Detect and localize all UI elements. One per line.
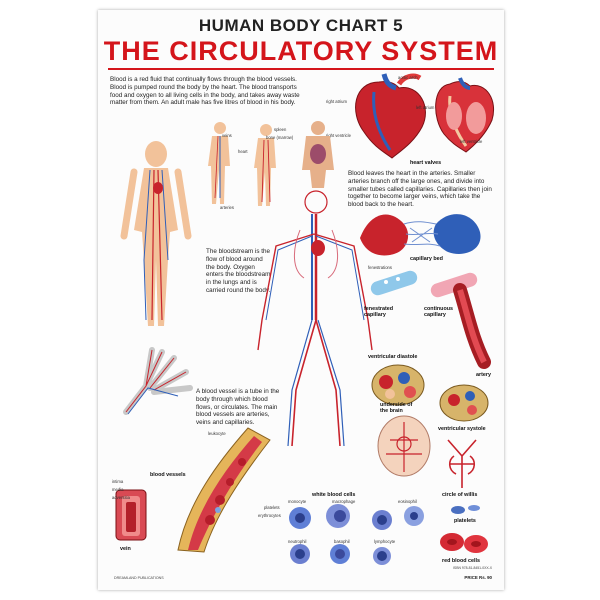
caption-red-blood-cells: red blood cells (442, 558, 481, 564)
caption-underside-brain: underside of the brain (380, 402, 413, 414)
hand-vessels (123, 347, 193, 415)
caption-vein: vein (120, 546, 131, 552)
white-blood-cells (289, 504, 424, 565)
chart-number: HUMAN BODY CHART 5 (198, 16, 404, 35)
label-intima: intima (112, 479, 124, 484)
label-left-ventricle: left ventricle (460, 139, 483, 144)
label-lymphocyte: lymphocyte (374, 539, 396, 544)
platelets-illustration (451, 505, 480, 514)
label-leukocyte: leukocyte (208, 431, 226, 436)
label-erythrocytes: erythrocytes (258, 513, 281, 518)
brain-underside (377, 415, 431, 477)
title-rule (108, 68, 494, 70)
label-spleen: spleen (274, 127, 287, 132)
label-basophil: basophil (334, 539, 350, 544)
body-figures-small (208, 121, 334, 206)
vessel-paragraph: A blood vessel is a tube in the body thr… (196, 388, 280, 427)
caption-white-blood-cells: white blood cells (312, 492, 356, 498)
product-code: ISBN 978-81-8451-0XX-X (452, 566, 492, 570)
continuous-capillary (430, 272, 478, 298)
caption-continuous-capillary: continuous capillary (424, 306, 454, 318)
label-eosinophil: eosinophil (398, 499, 417, 504)
caption-fenestrated-capillary: fenestrated capillary (364, 306, 394, 318)
label-neutrophil: neutrophil (288, 539, 307, 544)
label-monocyte: monocyte (288, 499, 307, 504)
circle-of-willis (447, 439, 477, 488)
label-left-atrium: left atrium (416, 105, 435, 110)
label-heart: heart (238, 149, 248, 154)
figure-female (120, 141, 192, 326)
caption-blood-vessels: blood vessels (150, 472, 186, 478)
label-bone-marrow: bone (marrow) (266, 135, 294, 140)
label-right-atrium: right atrium (326, 99, 347, 104)
ventricular-diastole (371, 364, 425, 406)
label-veins: veins (222, 133, 232, 138)
artery-illustration (453, 283, 491, 369)
vessel-cross-section (177, 427, 271, 553)
caption-ventricular-diastole: ventricular diastole (368, 354, 418, 360)
label-platelets-small: platelets (264, 505, 280, 510)
figure-circulatory-center (257, 190, 373, 447)
arteries-paragraph: Blood leaves the heart in the arteries. … (348, 170, 492, 209)
capillary-bed (360, 214, 481, 256)
label-media: media (112, 487, 124, 492)
poster-title: THE CIRCULATORY SYSTEM (103, 36, 499, 66)
caption-artery: artery (476, 372, 491, 378)
label-fenestrations: fenestrations (368, 265, 392, 270)
red-blood-cells (440, 533, 488, 553)
fenestrated-capillary (370, 270, 418, 296)
bloodstream-paragraph: The bloodstream is the flow of blood aro… (206, 248, 271, 294)
caption-capillary-bed: capillary bed (410, 256, 443, 262)
publisher-line: DREAMLAND PUBLICATIONS (114, 576, 164, 580)
vein-diagram (115, 489, 147, 541)
label-macrophage: macrophage (332, 499, 356, 504)
caption-heart-valves: heart valves (410, 160, 442, 166)
caption-ventricular-systole: ventricular systole (438, 426, 486, 432)
caption-circle-willis: circle of willis (442, 492, 478, 498)
price-label: PRICE Rs. 90 (464, 575, 492, 580)
circulatory-poster: HUMAN BODY CHART 5 THE CIRCULATORY SYSTE… (98, 10, 504, 590)
label-aortic-arch: aortic arch (398, 75, 418, 80)
heart-illustration (355, 73, 426, 159)
ventricular-systole (439, 384, 489, 422)
caption-platelets: platelets (454, 518, 476, 524)
intro-paragraph: Blood is a red fluid that continually fl… (110, 76, 300, 107)
heart-cross-section (435, 77, 494, 153)
label-right-ventricle: right ventricle (326, 133, 351, 138)
label-adventitia: adventitia (112, 495, 130, 500)
label-arteries: arteries (220, 205, 234, 210)
